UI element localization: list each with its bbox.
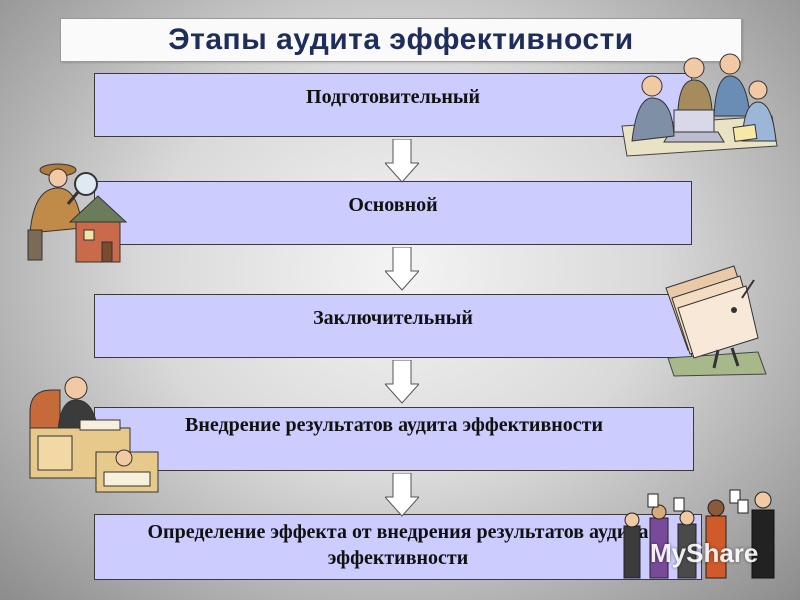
watermark-text: MyShare [650, 538, 759, 568]
title-box: Этапы аудита эффективности [60, 18, 742, 62]
stage-box-final: Заключительный [94, 294, 692, 358]
stage-box-preparatory: Подготовительный [94, 73, 692, 137]
down-arrow-icon [385, 139, 419, 183]
inspector-house-clipart-icon [27, 163, 128, 263]
judges-scorecards-clipart-icon [623, 489, 775, 579]
stage-box-implementation: Внедрение результатов аудита эффективнос… [94, 407, 694, 471]
page-title: Этапы аудита эффективности [168, 23, 634, 56]
stage-label: Определение эффекта от внедрения результ… [147, 521, 649, 569]
down-arrow-icon [385, 473, 419, 517]
stage-box-effect: Определение эффекта от внедрения результ… [94, 514, 702, 580]
stage-box-main: Основной [94, 181, 692, 245]
team-meeting-clipart-icon [621, 53, 778, 157]
official-desk-clipart-icon [29, 376, 159, 493]
stage-label: Подготовительный [306, 86, 480, 108]
down-arrow-icon [385, 360, 419, 404]
stage-label: Внедрение результатов аудита эффективнос… [184, 414, 604, 436]
stage-label: Заключительный [313, 307, 473, 329]
stage-label: Основной [348, 194, 438, 216]
folders-clipart-icon [665, 265, 767, 377]
down-arrow-icon [385, 247, 419, 291]
